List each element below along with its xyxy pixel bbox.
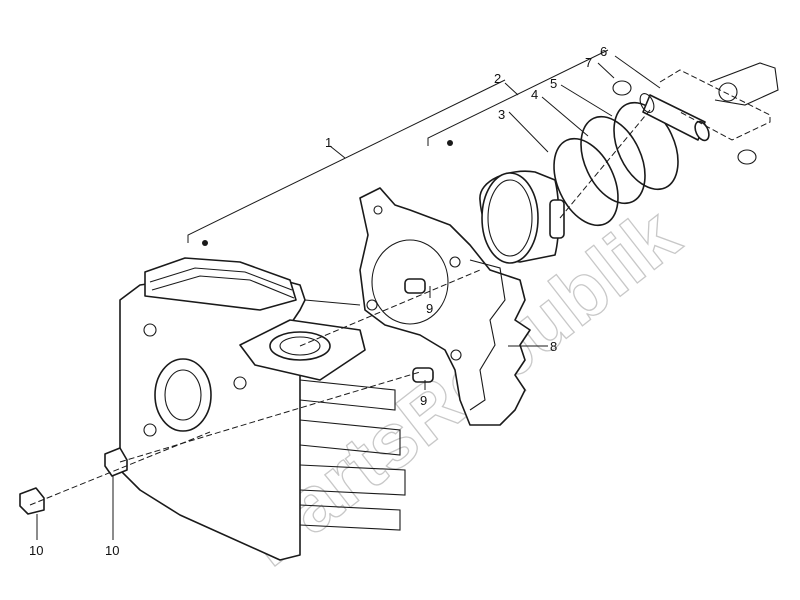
cylinder-gasket <box>359 187 531 426</box>
callout-3: 3 <box>498 107 505 122</box>
stud-nut-right <box>104 447 128 477</box>
circlips <box>612 80 757 165</box>
callout-5: 5 <box>550 76 557 91</box>
assembly-axes <box>29 109 651 506</box>
bracket-2 <box>427 49 609 146</box>
callout-10-left: 10 <box>29 543 43 558</box>
piston <box>479 170 565 264</box>
callout-2: 2 <box>494 71 501 86</box>
callout-10-right: 10 <box>105 543 119 558</box>
callout-6: 6 <box>600 44 607 59</box>
dowel-pin-upper <box>404 278 426 294</box>
piston-pin <box>639 93 710 142</box>
bracket-1 <box>187 79 506 246</box>
callout-7: 7 <box>585 55 592 70</box>
bracket-2-dot <box>447 140 453 146</box>
dowel-pin-lower <box>412 367 434 383</box>
cylinder-block <box>119 257 406 561</box>
callout-9-lower: 9 <box>420 393 427 408</box>
callout-4: 4 <box>531 87 538 102</box>
stud-nut-left <box>19 487 45 515</box>
callout-1: 1 <box>325 135 332 150</box>
callout-8: 8 <box>550 339 557 354</box>
connecting-rod <box>659 62 779 141</box>
piston-rings <box>553 101 679 227</box>
bracket-1-dot <box>202 240 208 246</box>
callout-9-upper: 9 <box>426 301 433 316</box>
leader-lines <box>36 55 661 540</box>
